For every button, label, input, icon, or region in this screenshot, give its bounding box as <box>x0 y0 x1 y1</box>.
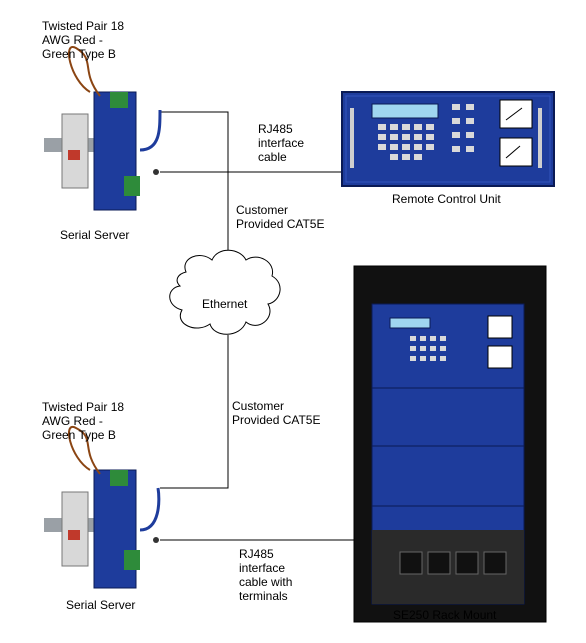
bottom-cable-note: Twisted Pair 18 AWG Red - Green Type B <box>42 400 125 442</box>
cat5e-bottom-label: Customer Provided CAT5E <box>232 399 321 427</box>
handle-left <box>350 108 354 168</box>
handle-right <box>538 108 542 168</box>
blue-cable <box>139 487 161 532</box>
rack-meter-bottom <box>487 345 513 369</box>
se250-rack <box>353 265 547 623</box>
blue-cable <box>139 109 162 152</box>
power-supply <box>61 491 89 567</box>
ethernet-cloud <box>169 249 281 335</box>
fan-3 <box>455 551 479 575</box>
twisted-cable <box>67 46 101 97</box>
switch-panel <box>452 104 474 152</box>
fan-2 <box>427 551 451 575</box>
cat5e-bottom-line <box>160 335 229 489</box>
serial-server-top <box>44 46 162 211</box>
terminal-block-top <box>110 92 128 108</box>
terminal-block-bottom <box>124 550 140 570</box>
rack-meter-top <box>487 315 513 339</box>
rack-lcd <box>389 317 431 329</box>
connection-lines <box>160 111 380 541</box>
fan-1 <box>399 551 423 575</box>
keypad <box>378 124 434 160</box>
rj485-top-label: RJ485 interface cable <box>258 122 305 164</box>
terminal-block-top <box>110 470 128 486</box>
remote-control-unit <box>341 91 555 187</box>
meter-top <box>499 99 533 129</box>
lcd-display <box>371 103 439 119</box>
remote-control-unit-caption: Remote Control Unit <box>392 192 501 206</box>
psu-label <box>68 530 80 540</box>
cat5e-top-label: Customer Provided CAT5E <box>236 203 325 231</box>
cat5e-top-line <box>160 111 229 265</box>
serial-server-bottom <box>44 425 161 589</box>
rack-keypad <box>410 336 446 361</box>
rack-caption: SE250 Rack Mount <box>393 608 497 622</box>
terminal-block-bottom <box>124 176 140 196</box>
top-cable-note: Twisted Pair 18 AWG Red - Green Type B <box>42 19 125 61</box>
server-body <box>93 469 137 589</box>
fan-4 <box>483 551 507 575</box>
bottom-server-caption: Serial Server <box>66 598 136 612</box>
ethernet-label: Ethernet <box>202 297 248 311</box>
top-server-caption: Serial Server <box>60 228 130 242</box>
psu-label <box>68 150 80 160</box>
meter-bottom <box>499 137 533 167</box>
rj485-bottom-label: RJ485 interface cable with terminals <box>239 547 293 603</box>
twisted-cable <box>67 425 101 475</box>
